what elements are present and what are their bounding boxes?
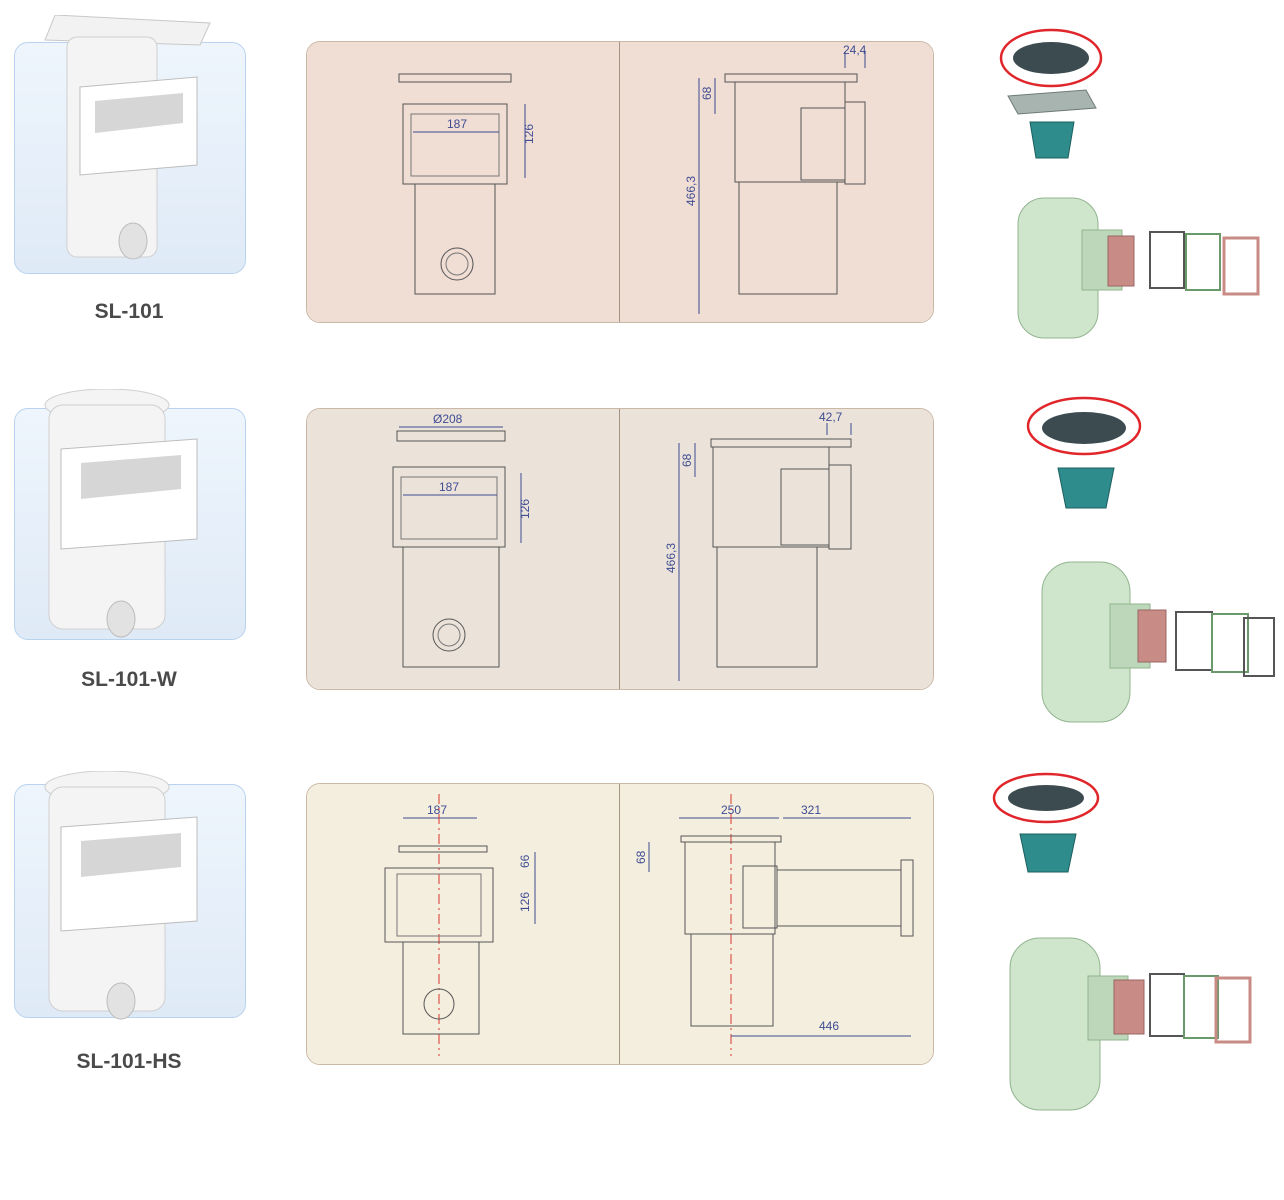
front-width-dimension: 187 bbox=[427, 803, 447, 817]
technical-drawing-panel: Ø208 187 126 42,7 68 466,3 bbox=[306, 408, 934, 690]
exploded-assembly-view bbox=[992, 772, 1252, 1111]
model-label: SL-101 bbox=[94, 300, 164, 323]
front-and-side-view: 187 126 24,4 68 466,3 bbox=[398, 43, 867, 314]
lid-highlight-circle bbox=[1026, 396, 1142, 456]
exploded-assembly-view bbox=[999, 28, 1260, 339]
side-weir-dimension: 68 bbox=[700, 86, 714, 100]
side-flange-dimension: 24,4 bbox=[843, 43, 867, 57]
front-height-dimension: 126 bbox=[518, 892, 532, 912]
front-height-dimension: 126 bbox=[518, 499, 532, 519]
product-row-sl-101-hs: SL-101-HS 187 66 126 250 321 bbox=[0, 750, 1284, 1130]
skimmer-photo bbox=[44, 771, 198, 1020]
lid-highlight-circle bbox=[992, 772, 1100, 824]
side-flange-dimension: 42,7 bbox=[819, 410, 843, 424]
exploded-assembly-view bbox=[1026, 396, 1275, 723]
technical-drawing-panel: 187 66 126 250 321 68 446 bbox=[306, 783, 934, 1065]
model-label: SL-101-HS bbox=[76, 1050, 182, 1073]
front-height-dimension: 126 bbox=[522, 124, 536, 144]
view-divider bbox=[619, 784, 620, 1064]
front-width-dimension: 187 bbox=[439, 480, 459, 494]
side-weir-dimension: 68 bbox=[680, 453, 694, 467]
lid-highlight-circle bbox=[999, 28, 1103, 88]
skimmer-photo bbox=[44, 389, 198, 638]
view-divider bbox=[619, 42, 620, 322]
front-width-dimension: 187 bbox=[447, 117, 467, 131]
product-row-sl-101: SL-101 187 126 24,4 68 bbox=[0, 0, 1284, 360]
product-photo-card bbox=[14, 771, 246, 1020]
front-and-side-view: Ø208 187 126 42,7 68 466,3 bbox=[392, 410, 852, 681]
skimmer-photo bbox=[44, 15, 211, 260]
panel-background bbox=[307, 784, 933, 1064]
view-divider bbox=[619, 409, 620, 689]
side-weir-dimension: 68 bbox=[634, 850, 648, 864]
side-height-dimension: 466,3 bbox=[664, 543, 678, 573]
product-photo-card bbox=[14, 15, 246, 274]
front-and-side-view: 187 66 126 250 321 68 446 bbox=[384, 794, 914, 1056]
technical-drawing-panel: 187 126 24,4 68 466,3 bbox=[306, 41, 934, 323]
side-total-dimension: 446 bbox=[819, 1019, 839, 1033]
product-row-sl-101-w: SL-101-W Ø208 187 126 42,7 bbox=[0, 370, 1284, 740]
model-label: SL-101-W bbox=[81, 668, 177, 691]
side-height-dimension: 466,3 bbox=[684, 176, 698, 206]
front-diameter-dimension: Ø208 bbox=[433, 412, 463, 426]
front-top-dimension: 66 bbox=[518, 854, 532, 868]
product-photo-card bbox=[14, 389, 246, 640]
side-extension-dimension: 321 bbox=[801, 803, 821, 817]
